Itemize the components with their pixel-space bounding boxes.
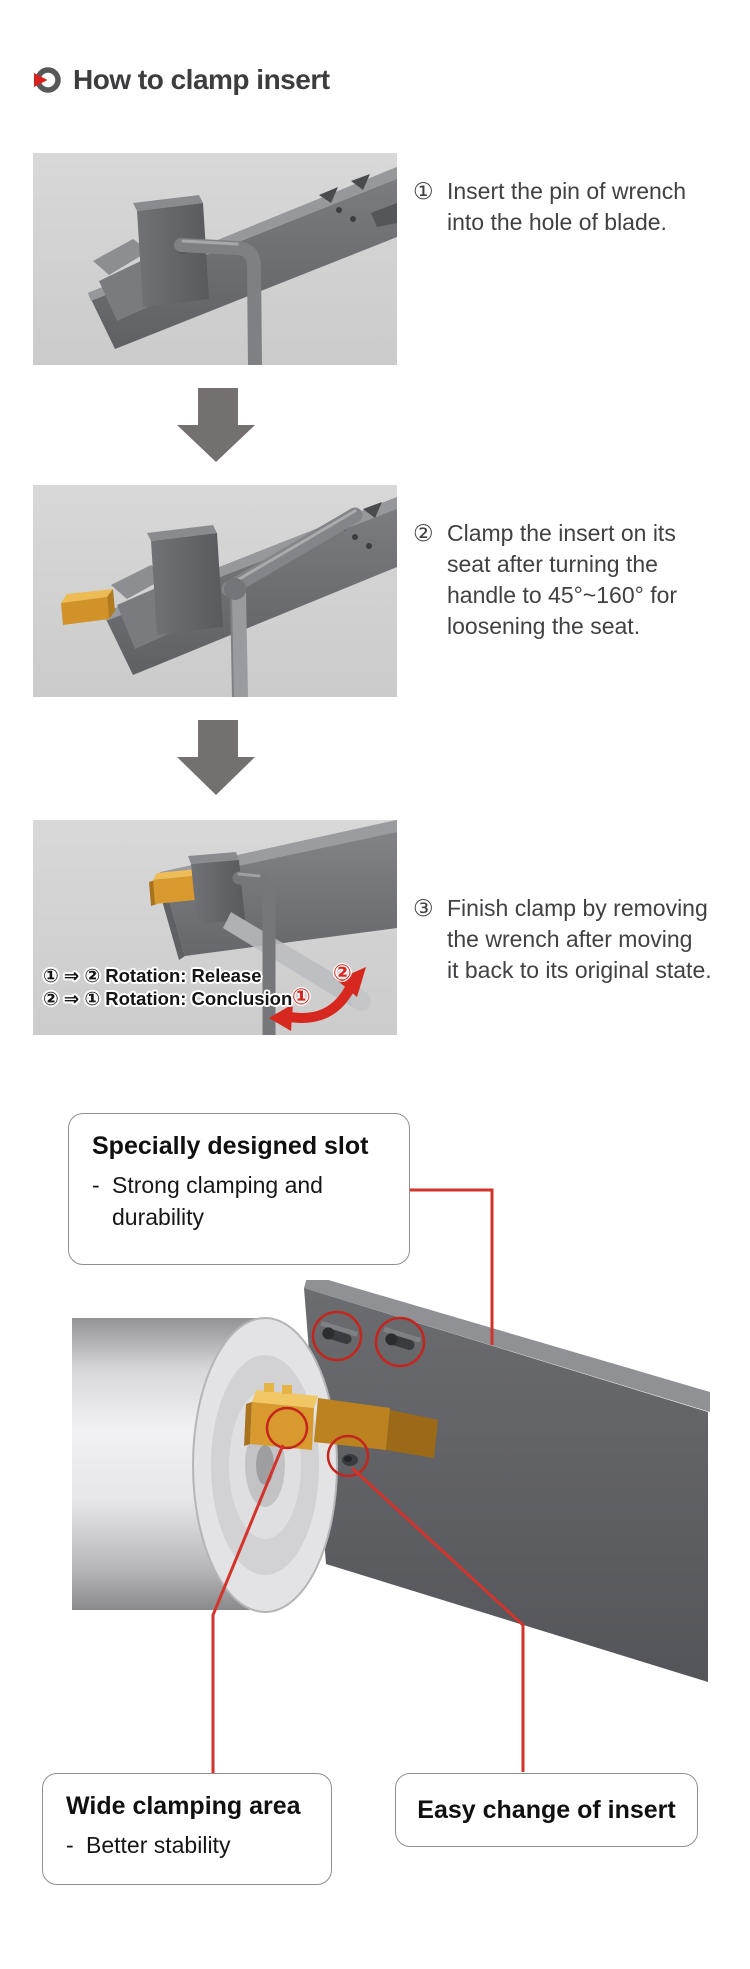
wrench-shape [232,871,276,1035]
step-2-text: Clamp the insert on its seat after turni… [447,520,678,639]
rotation-marker-2: ② [333,960,352,985]
clamp-block-shape [133,195,209,307]
rotation-arrow-icon [269,967,366,1031]
step-3-text: Finish clamp by removing the wrench afte… [447,895,712,983]
step-1-number: ① [413,178,434,204]
insert-shape [149,869,197,906]
rotation-marker-1: ① [292,984,311,1009]
callout-clamping-bullet: - Better stability [66,1832,231,1858]
rotate-arrow-icon [34,67,61,93]
wrench-shape [174,238,262,365]
insert-shape [244,1383,438,1458]
callout-slot-title: Specially designed slot [92,1132,369,1160]
page-title: How to clamp insert [73,64,330,95]
step-1-text: Insert the pin of wrench into the hole o… [447,178,687,235]
step-1: ① Insert the pin of wrench into the hole… [413,176,686,238]
callout-box-change: Easy change of insert [395,1773,698,1847]
blade-wrench-photo-step3 [33,820,397,1035]
workpiece-cylinder [72,1317,338,1613]
highlight-circle-slot-1 [311,1310,363,1362]
clamp-block-shape [147,525,223,635]
down-arrow-icon-1 [177,388,255,462]
blade-wrench-photo-step1 [33,153,397,365]
callout-slot-bullet: - Strong clamping and durability [92,1172,323,1230]
blade-wrench-photo-step2 [33,485,397,697]
step2-figure [33,485,397,697]
callout-clamping-title: Wide clamping area [66,1792,301,1820]
callout-change-title: Easy change of insert [417,1795,676,1824]
rotation-legend-line2: ② ⇒ ① Rotation: Conclusion [43,988,293,1009]
step3-figure: ① ⇒ ② Rotation: Release ② ⇒ ① Rotation: … [33,820,397,1035]
highlight-circle-clamping-area [265,1406,309,1450]
clamp-block-shape [188,852,245,924]
insert-shape [61,589,115,625]
header: How to clamp insert [33,64,330,96]
blade-shape [304,1280,710,1682]
wrench-shape [221,507,363,697]
step1-figure [33,153,397,365]
step-3: ③ Finish clamp by removing the wrench af… [413,893,712,986]
step-2: ② Clamp the insert on its seat after tur… [413,518,677,642]
step-3-number: ③ [413,895,434,921]
tool-feature-figure [72,1280,710,1682]
rotation-legend-line1: ① ⇒ ② Rotation: Release [43,965,262,986]
callout-box-slot: Specially designed slot - Strong clampin… [68,1113,410,1265]
down-arrow-icon-2 [177,720,255,795]
highlight-circle-insert-hole [326,1434,370,1478]
step-2-number: ② [413,520,434,546]
insert-seat-hole [342,1454,358,1466]
callout-box-clamping: Wide clamping area - Better stability [42,1773,332,1885]
